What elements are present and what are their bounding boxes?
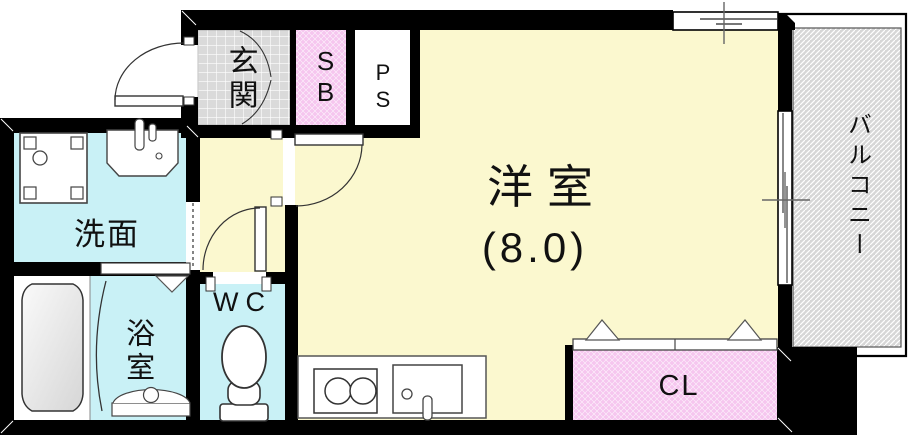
- washer-pan-foot: [70, 186, 84, 200]
- miter-line: [181, 10, 197, 26]
- wall-left-outer: [0, 118, 14, 435]
- stove-burner: [324, 377, 352, 405]
- wall-right-upper: [778, 30, 792, 111]
- miter-line: [186, 125, 199, 138]
- wall-wc-top-right: [266, 272, 298, 284]
- shoe-box-door-arc-bottom: [241, 79, 272, 125]
- pipe-space-label: PS: [370, 60, 396, 114]
- wall-bottom-outer: [0, 420, 857, 435]
- western-room-label: 洋室: [487, 161, 607, 213]
- washroom-label: 洗面: [74, 217, 140, 252]
- kitchen-counter: [297, 355, 487, 421]
- washer-pan-foot: [70, 136, 84, 150]
- wall-ps-right: [410, 30, 420, 138]
- toilet-tank: [219, 403, 269, 422]
- top-window: [672, 11, 779, 31]
- bathroom-drain-knob: [142, 386, 160, 404]
- closet-area: [573, 349, 777, 420]
- room-door-swing-arc: [295, 144, 363, 207]
- bathroom-label: 浴室: [121, 318, 154, 386]
- washer-pan-foot: [23, 186, 37, 200]
- wall-top: [186, 10, 673, 30]
- bathroom-door-curve: [95, 280, 107, 412]
- sink-faucet: [422, 395, 433, 421]
- closet-fold-door-symbol: [584, 319, 621, 341]
- miter-line: [0, 420, 14, 434]
- wc-door-opening: [213, 272, 266, 284]
- miter-line: [0, 118, 14, 132]
- wc-door-swing-arc: [202, 207, 261, 271]
- washer-pan-drain: [32, 150, 48, 166]
- wall-closet-left: [565, 345, 573, 420]
- wall-sb-ps-divider: [346, 30, 355, 126]
- bathroom-door-track: [100, 262, 191, 275]
- stove-burner: [349, 377, 377, 405]
- entrance-door-swing-arc: [114, 42, 185, 101]
- vanity-handle: [148, 123, 157, 142]
- toilet-bowl: [221, 325, 267, 389]
- balcony-railing-outline: [778, 12, 908, 358]
- vanity-basin: [106, 129, 179, 177]
- bathroom-folding-door-symbol: [154, 275, 190, 293]
- wall-miter-lines: [0, 10, 793, 434]
- western-room-size-label: (8.0): [481, 224, 589, 271]
- vanity-drain: [155, 152, 163, 160]
- closet-fold-door-symbol: [726, 319, 763, 341]
- miter-line: [777, 417, 793, 433]
- closet-label: CL: [658, 370, 700, 402]
- wc-door-leaf: [254, 206, 267, 272]
- balcony-label: バルコニー: [843, 112, 871, 262]
- washer-pan-foot: [23, 136, 37, 150]
- miter-line: [777, 347, 792, 362]
- wc-door-jamb-right: [261, 276, 272, 292]
- vanity-faucet: [134, 118, 145, 151]
- toilet-fixture: [219, 325, 269, 422]
- room-door-leaf: [294, 133, 364, 146]
- wall-hall-room: [285, 205, 298, 420]
- wall-right-mid: [778, 285, 792, 347]
- entrance-door-jamb-bottom: [183, 96, 195, 106]
- room-door-opening: [283, 138, 295, 205]
- wall-washroom-hall-lower: [186, 270, 200, 420]
- room-door-jamb-top: [270, 129, 283, 140]
- shoe-box-area: [296, 30, 346, 125]
- wall-entrance-left-upper: [181, 10, 198, 45]
- vanity-sink: [106, 118, 179, 177]
- entrance-door-leaf: [114, 95, 184, 107]
- wc-door-jamb-left: [205, 276, 216, 292]
- entrance-door-jamb-top: [183, 36, 195, 46]
- shoe-box-label: SB: [310, 46, 341, 108]
- pipe-space-area: [355, 30, 410, 125]
- bathtub: [21, 283, 84, 412]
- wall-washroom-hall-upper: [186, 133, 200, 202]
- sink-drain: [401, 388, 413, 400]
- entrance-label: 玄関: [223, 45, 257, 113]
- entrance-door-opening: [183, 45, 196, 97]
- room-door-jamb-bottom: [270, 196, 283, 207]
- toilet-label: WC: [213, 287, 272, 317]
- bathroom-step: [111, 402, 191, 417]
- shoe-box-door-arc-top: [239, 30, 272, 78]
- washing-machine-pan: [19, 132, 88, 204]
- wall-sb-left: [290, 30, 296, 126]
- wall-top-right-corner: [778, 14, 795, 30]
- dimension-ticks: [723, 2, 810, 228]
- walls: [0, 10, 857, 435]
